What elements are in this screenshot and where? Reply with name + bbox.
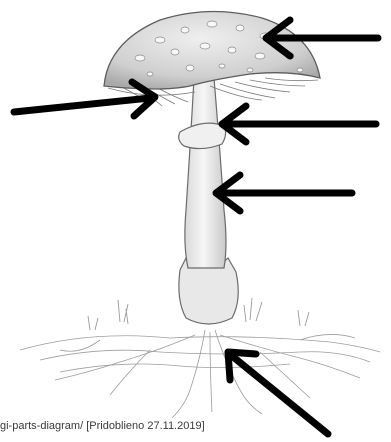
mycelium bbox=[20, 330, 380, 418]
arrow-gills bbox=[14, 82, 155, 116]
ring bbox=[179, 123, 226, 148]
arrow-ring bbox=[222, 106, 376, 142]
source-caption: gi-parts-diagram/ [Pridoblieno 27.11.201… bbox=[0, 420, 205, 432]
arrow-stem bbox=[216, 175, 352, 211]
stem bbox=[185, 78, 226, 268]
arrow-mycelium bbox=[228, 352, 328, 434]
arrow-cap bbox=[266, 20, 378, 56]
